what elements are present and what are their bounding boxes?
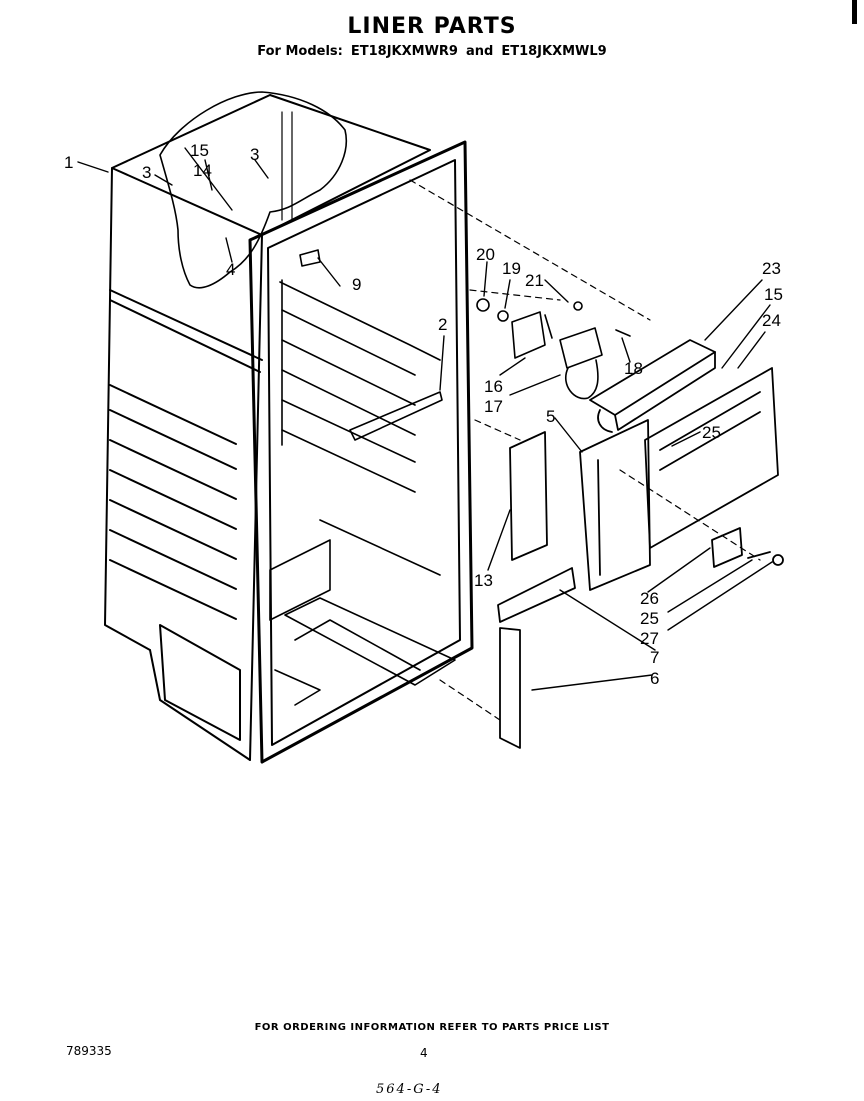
handwritten-code: 564-G-4 bbox=[376, 1082, 443, 1097]
liner-shell bbox=[104, 91, 474, 764]
control-housing-cluster bbox=[476, 298, 631, 400]
callout-23: 23 bbox=[762, 259, 781, 278]
leader-lines bbox=[77, 147, 773, 691]
model-1: ET18JKXMWR9 bbox=[350, 44, 458, 59]
model-2: ET18JKXMWL9 bbox=[501, 44, 607, 59]
callout-18: 18 bbox=[624, 359, 643, 378]
callout-25-upper: 25 bbox=[702, 423, 721, 442]
inner-rails bbox=[269, 249, 456, 706]
callout-27: 27 bbox=[640, 629, 659, 648]
page-code: 789335 bbox=[66, 1044, 112, 1058]
callout-13: 13 bbox=[474, 571, 493, 590]
callout-15-left: 15 bbox=[190, 141, 209, 160]
models-conjunction: and bbox=[465, 44, 494, 59]
scan-edge-mark bbox=[852, 0, 857, 24]
callout-17: 17 bbox=[484, 397, 503, 416]
callout-15-right: 15 bbox=[764, 285, 783, 304]
callout-19: 19 bbox=[502, 259, 521, 278]
model-line: For Models: ET18JKXMWR9 and ET18JKXMWL9 bbox=[0, 44, 864, 59]
evaporator-cover-assembly bbox=[497, 339, 784, 749]
models-prefix: For Models: bbox=[257, 44, 343, 59]
ordering-note: FOR ORDERING INFORMATION REFER TO PARTS … bbox=[254, 1022, 610, 1033]
callout-20: 20 bbox=[476, 245, 495, 264]
callout-9: 9 bbox=[352, 275, 361, 294]
callout-1: 1 bbox=[64, 153, 73, 172]
callout-26: 26 bbox=[640, 589, 659, 608]
callout-21: 21 bbox=[525, 271, 544, 290]
page-number: 4 bbox=[420, 1046, 428, 1060]
callout-2: 2 bbox=[438, 315, 447, 334]
callout-7: 7 bbox=[650, 648, 659, 667]
callout-14: 14 bbox=[193, 161, 212, 180]
callout-3-left: 3 bbox=[142, 163, 151, 182]
page-title: LINER PARTS bbox=[347, 14, 517, 39]
callout-16: 16 bbox=[484, 377, 503, 396]
callout-3-right: 3 bbox=[250, 145, 259, 164]
callout-5: 5 bbox=[546, 407, 555, 426]
callout-4: 4 bbox=[226, 260, 235, 279]
callout-25-lower: 25 bbox=[640, 609, 659, 628]
callout-6: 6 bbox=[650, 669, 659, 688]
callout-24: 24 bbox=[762, 311, 781, 330]
